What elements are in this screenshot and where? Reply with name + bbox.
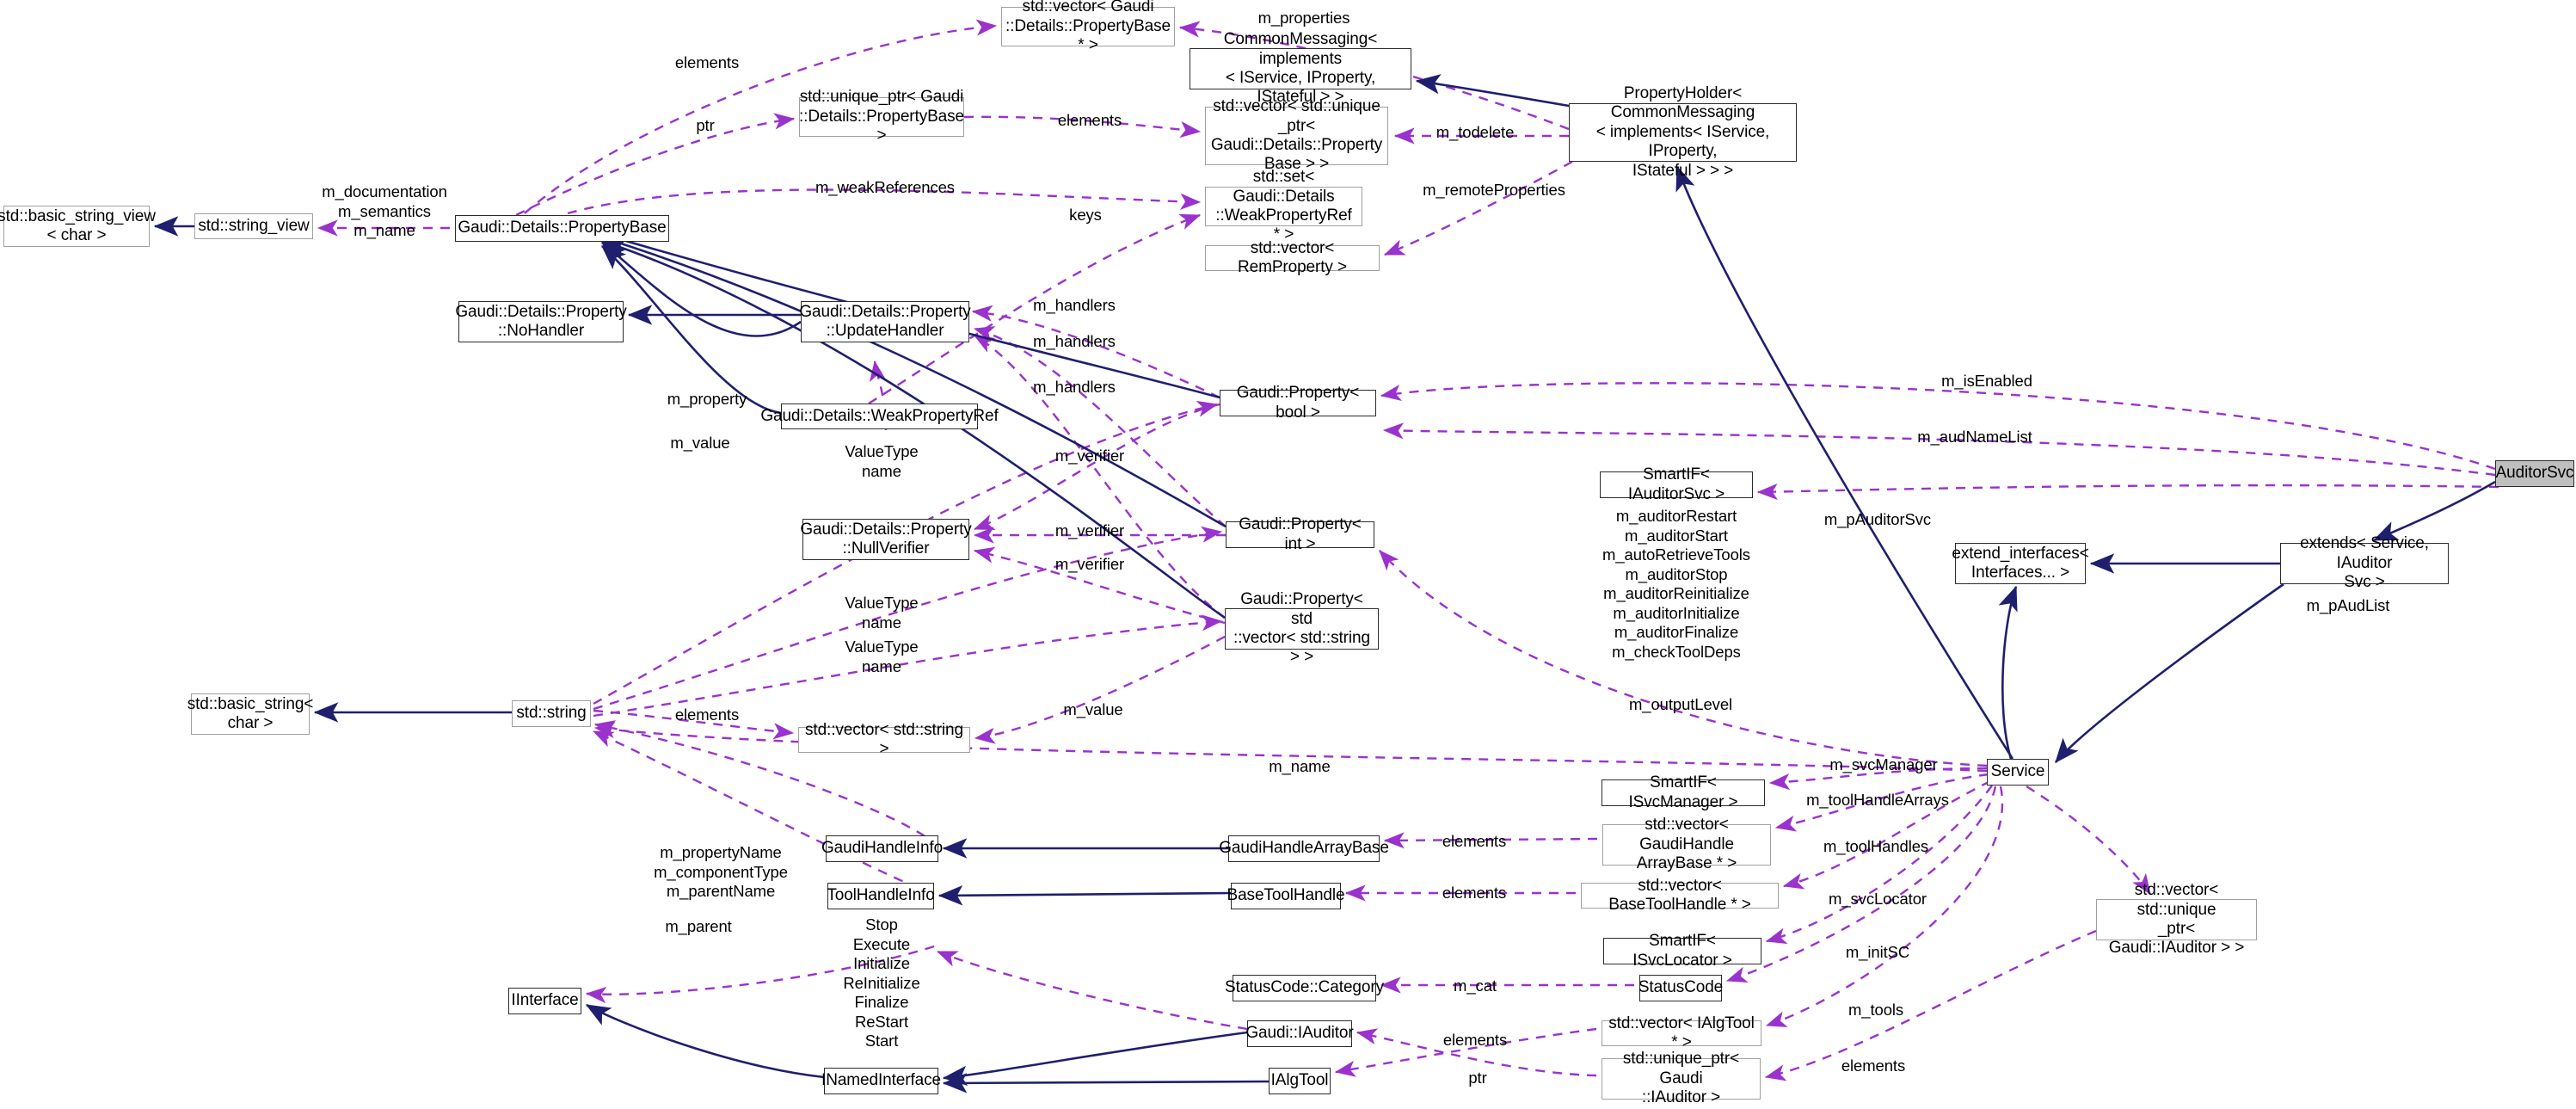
class-node-uniqueptr-propbase[interactable]: std::unique_ptr< Gaudi ::Details::Proper… bbox=[799, 88, 965, 145]
edge-label-elements-2: elements bbox=[1057, 111, 1122, 129]
class-node-vec-gaudihandle[interactable]: std::vector< GaudiHandle ArrayBase * > bbox=[1602, 816, 1771, 872]
class-node-statuscode[interactable]: StatusCode bbox=[1638, 975, 1723, 1001]
class-node-commonmessaging[interactable]: CommonMessaging< implements < IService, … bbox=[1190, 30, 1411, 106]
class-node-property-vecstring[interactable]: Gaudi::Property< std ::vector< std::stri… bbox=[1225, 590, 1379, 666]
class-node-auditorsvc[interactable]: AuditorSvc bbox=[2495, 460, 2574, 487]
edge-label-elements-6: elements bbox=[1442, 1031, 1508, 1049]
edge-label-m-verifier-2: m_verifier bbox=[1054, 521, 1125, 539]
edge-label-ptr-1: ptr bbox=[696, 116, 715, 134]
edge-label-m-cat: m_cat bbox=[1454, 977, 1497, 995]
class-node-toolhandleinfo[interactable]: ToolHandleInfo bbox=[827, 883, 935, 909]
edge-label-m-verifier-1: m_verifier bbox=[1054, 447, 1125, 465]
edge-label-valuetype-name-1: ValueType name bbox=[845, 442, 919, 480]
edge-label-m-pauditorsvc: m_pAuditorSvc bbox=[1823, 510, 1932, 528]
edge-label-m-tools: m_tools bbox=[1847, 1001, 1904, 1019]
edge-label-toolhandle-ops: Stop Execute Initialize ReInitialize Fin… bbox=[843, 915, 920, 1050]
edge-label-m-handlers-2: m_handlers bbox=[1033, 332, 1116, 350]
edge-label-m-value-1: m_value bbox=[670, 434, 730, 452]
class-node-set-weakref[interactable]: std::set< Gaudi::Details ::WeakPropertyR… bbox=[1205, 168, 1362, 243]
edge-label-m-value-2: m_value bbox=[1063, 700, 1123, 718]
class-node-weakpropertyref[interactable]: Gaudi::Details::WeakPropertyRef bbox=[760, 404, 999, 429]
class-node-vec-basetoolhandle[interactable]: std::vector< BaseToolHandle * > bbox=[1581, 877, 1779, 914]
edge-label-elements-3: elements bbox=[674, 705, 740, 724]
class-node-ialgtool[interactable]: IAlgTool bbox=[1269, 1068, 1331, 1094]
class-node-extend-interfaces[interactable]: extend_interfaces< Interfaces... > bbox=[1952, 543, 2089, 584]
edge-label-m-docsemname: m_documentation m_semantics m_name bbox=[322, 182, 447, 240]
edge-label-m-verifier-3: m_verifier bbox=[1054, 555, 1125, 573]
class-node-basic-string[interactable]: std::basic_string< char > bbox=[188, 693, 313, 735]
class-node-propertybase[interactable]: Gaudi::Details::PropertyBase bbox=[455, 215, 669, 242]
class-node-vec-uniq-iauditor[interactable]: std::vector< std::unique _ptr< Gaudi::IA… bbox=[2096, 881, 2257, 957]
class-node-property-bool[interactable]: Gaudi::Property< bool > bbox=[1220, 384, 1376, 422]
edge-label-m-property: m_property bbox=[667, 390, 747, 408]
edge-label-m-properties: m_properties bbox=[1257, 9, 1350, 27]
edge-label-elements-5: elements bbox=[1442, 884, 1507, 902]
class-node-nohandler[interactable]: Gaudi::Details::Property ::NoHandler bbox=[455, 301, 627, 342]
edge-label-elements-1: elements bbox=[674, 53, 740, 71]
class-node-uniqueptr-iauditor[interactable]: std::unique_ptr< Gaudi ::IAuditor > bbox=[1602, 1050, 1761, 1106]
class-node-string-view[interactable]: std::string_view bbox=[194, 213, 313, 239]
edge-label-m-todelete: m_todelete bbox=[1436, 123, 1515, 141]
class-node-smartif-svcmanager[interactable]: SmartIF< ISvcManager > bbox=[1602, 773, 1765, 811]
edge-label-keys: keys bbox=[1069, 206, 1102, 224]
edge-label-elements-7: elements bbox=[1841, 1057, 1906, 1075]
edge-label-m-parent: m_parent bbox=[665, 917, 732, 935]
class-node-extends-service[interactable]: extends< Service, IAuditor Svc > bbox=[2280, 534, 2449, 591]
edge-label-m-svcmanager: m_svcManager bbox=[1829, 755, 1938, 773]
edge-label-m-toolhandlearrays: m_toolHandleArrays bbox=[1806, 791, 1949, 809]
class-node-inamedinterface[interactable]: INamedInterface bbox=[821, 1068, 941, 1094]
edge-label-m-weakreferences: m_weakReferences bbox=[815, 178, 955, 196]
edge-label-m-outputlevel: m_outputLevel bbox=[1628, 695, 1733, 713]
class-node-vec-uniqueptr-pb[interactable]: std::vector< std::unique _ptr< Gaudi::De… bbox=[1205, 97, 1388, 173]
edge-label-m-namecomptypeparent: m_propertyName m_componentType m_parentN… bbox=[654, 843, 788, 901]
edge-label-ptr-2: ptr bbox=[1468, 1069, 1487, 1087]
edge-label-m-svclocator: m_svcLocator bbox=[1829, 890, 1927, 908]
class-node-basetoolhandle[interactable]: BaseToolHandle bbox=[1227, 883, 1345, 909]
edge-label-m-remoteproperties: m_remoteProperties bbox=[1423, 181, 1565, 199]
class-node-propertyholder[interactable]: PropertyHolder< CommonMessaging < implem… bbox=[1569, 84, 1797, 180]
edge-label-auditor-props: m_auditorRestart m_auditorStart m_autoRe… bbox=[1602, 507, 1750, 661]
class-node-vec-remproperty[interactable]: std::vector< RemProperty > bbox=[1205, 239, 1380, 276]
class-node-updatehandler[interactable]: Gaudi::Details::Property ::UpdateHandler bbox=[799, 301, 971, 342]
edge-label-m-initsc: m_initSC bbox=[1845, 943, 1910, 961]
edge-label-m-handlers-3: m_handlers bbox=[1033, 378, 1116, 396]
class-node-vec-ialgtool[interactable]: std::vector< IAlgTool * > bbox=[1602, 1014, 1761, 1051]
edge-label-valuetype-name-2: ValueType name bbox=[845, 594, 919, 632]
edge-label-valuetype-name-3: ValueType name bbox=[845, 638, 919, 675]
class-node-iinterface[interactable]: IInterface bbox=[508, 988, 581, 1014]
edge-label-m-audnamelist: m_audNameList bbox=[1917, 428, 2032, 446]
class-node-property-int[interactable]: Gaudi::Property< int > bbox=[1226, 515, 1374, 553]
class-node-smartif-auditorsvc[interactable]: SmartIF< IAuditorSvc > bbox=[1600, 465, 1753, 503]
class-node-gaudi-iauditor[interactable]: Gaudi::IAuditor bbox=[1245, 1020, 1354, 1047]
class-node-vec-propbase-ptr[interactable]: std::vector< Gaudi ::Details::PropertyBa… bbox=[1001, 0, 1175, 54]
edge-label-m-isenabled: m_isEnabled bbox=[1941, 372, 2032, 390]
edge-label-m-paudlist: m_pAudList bbox=[2306, 596, 2390, 614]
class-node-vec-string[interactable]: std::vector< std::string > bbox=[798, 721, 970, 758]
class-node-smartif-svclocator[interactable]: SmartIF< ISvcLocator > bbox=[1603, 932, 1761, 970]
edge-label-m-handlers-1: m_handlers bbox=[1033, 296, 1116, 314]
edge-label-m-toolhandles: m_toolHandles bbox=[1823, 837, 1929, 855]
class-node-basic-string-view[interactable]: std::basic_string_view < char > bbox=[0, 206, 156, 247]
class-node-gaudihandleinfo[interactable]: GaudiHandleInfo bbox=[821, 835, 943, 862]
class-node-statuscode-cat[interactable]: StatusCode::Category bbox=[1225, 975, 1384, 1001]
class-node-service[interactable]: Service bbox=[1987, 759, 2049, 786]
class-node-std-string[interactable]: std::string bbox=[512, 700, 591, 727]
edge-label-elements-4: elements bbox=[1442, 832, 1507, 850]
class-node-nullverifier[interactable]: Gaudi::Details::Property ::NullVerifier bbox=[800, 519, 972, 560]
class-node-gaudihandlearray[interactable]: GaudiHandleArrayBase bbox=[1219, 835, 1389, 862]
edge-label-m-name: m_name bbox=[1269, 757, 1331, 775]
